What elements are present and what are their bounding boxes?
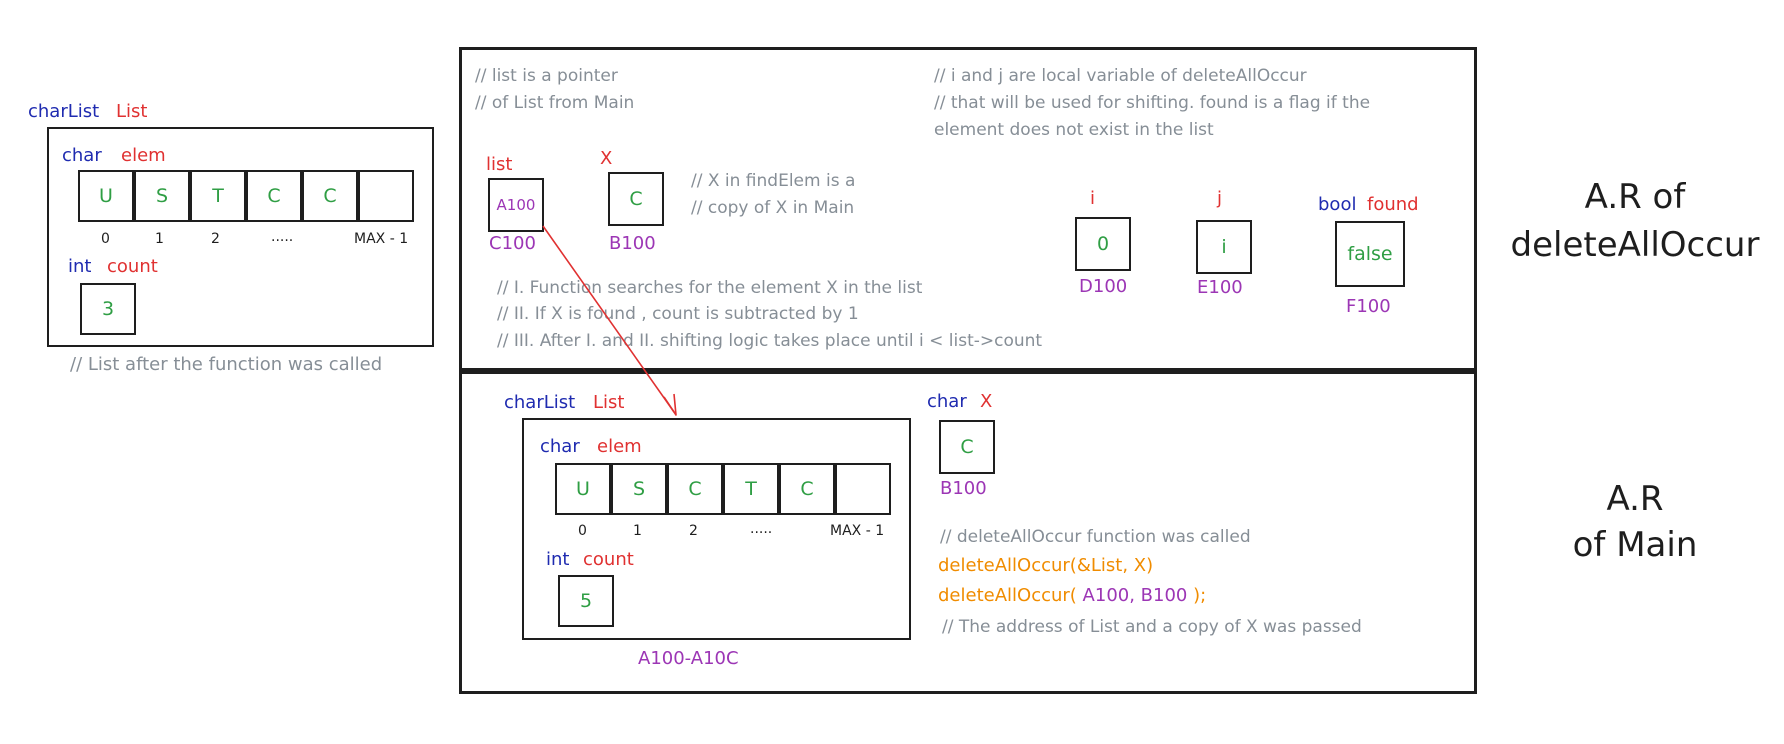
list-ptr-address: C100 <box>489 233 536 254</box>
comment-list-pointer-1: // list is a pointer <box>475 66 618 86</box>
left-index-max: MAX - 1 <box>354 231 409 247</box>
code-call-2-suffix: ); <box>1187 585 1207 606</box>
main-list-type-label: charList <box>504 392 576 413</box>
comment-ij-3: element does not exist in the list <box>934 120 1214 140</box>
found-var-name: found <box>1367 194 1419 215</box>
code-call-2-prefix: deleteAllOccur( <box>938 585 1083 606</box>
main-elem-cell-2: C <box>667 463 723 515</box>
j-var-cell: i <box>1196 220 1252 274</box>
comment-function-called: // deleteAllOccur function was called <box>940 527 1251 547</box>
left-elem-type-label: char <box>62 145 102 166</box>
main-index-2: 2 <box>689 523 698 539</box>
ar-deleteallocur-box <box>459 47 1477 371</box>
left-elem-cell-0: U <box>78 170 134 222</box>
comment-list-pointer-2: // of List from Main <box>475 93 635 113</box>
comment-x-copy-1: // X in findElem is a <box>691 171 856 191</box>
ar-deleteallocur-label-1: A.R of <box>1584 177 1686 217</box>
i-var-cell: 0 <box>1075 217 1131 271</box>
main-x-type: char <box>927 391 967 412</box>
i-var-address: D100 <box>1079 276 1128 297</box>
found-var-address: F100 <box>1346 296 1391 317</box>
pointer-arrow-head <box>663 393 677 416</box>
main-x-name: X <box>980 391 993 412</box>
main-list-struct-box <box>522 418 911 640</box>
comment-ij-2: // that will be used for shifting. found… <box>934 93 1371 113</box>
j-var-name: j <box>1217 188 1223 209</box>
main-elem-type-label: char <box>540 436 580 457</box>
ar-deleteallocur-label-2: deleteAllOccur <box>1510 225 1760 265</box>
main-x-cell: C <box>939 420 995 474</box>
main-index-0: 0 <box>578 523 587 539</box>
found-var-cell: false <box>1335 221 1405 287</box>
main-count-cell: 5 <box>558 575 614 627</box>
ar-main-label-2: of Main <box>1572 525 1698 565</box>
left-index-1: 1 <box>155 231 164 247</box>
list-ptr-cell: A100 <box>488 178 544 232</box>
left-index-0: 0 <box>101 231 110 247</box>
main-index-dots: ..... <box>750 521 773 537</box>
left-list-caption: // List after the function was called <box>70 354 383 375</box>
comment-address-passed: // The address of List and a copy of X w… <box>942 617 1362 637</box>
left-elem-cell-4: C <box>302 170 358 222</box>
ar-main-box <box>459 371 1477 694</box>
code-call-2: deleteAllOccur( A100, B100 ); <box>938 587 1206 605</box>
main-list-var-label: List <box>593 392 625 413</box>
main-elem-name-label: elem <box>597 436 642 457</box>
step-comment-1: // I. Function searches for the element … <box>497 278 923 298</box>
main-elem-cell-1: S <box>611 463 667 515</box>
main-count-type-label: int <box>546 549 570 570</box>
found-var-type: bool <box>1318 194 1357 215</box>
x-copy-address: B100 <box>609 233 656 254</box>
ar-main-label-1: A.R <box>1606 479 1664 519</box>
left-count-name-label: count <box>107 256 158 277</box>
x-copy-name: X <box>600 148 613 169</box>
left-elem-cell-1: S <box>134 170 190 222</box>
comment-x-copy-2: // copy of X in Main <box>691 198 855 218</box>
left-list-type-label: charList <box>28 101 100 122</box>
left-list-var-label: List <box>116 101 148 122</box>
list-ptr-name: list <box>486 154 513 175</box>
j-var-address: E100 <box>1197 277 1243 298</box>
left-elem-cell-5 <box>358 170 414 222</box>
main-elem-cell-3: T <box>723 463 779 515</box>
left-count-cell: 3 <box>80 283 136 335</box>
left-elem-name-label: elem <box>121 145 166 166</box>
code-call-1: deleteAllOccur(&List, X) <box>938 555 1154 576</box>
main-elem-cell-0: U <box>555 463 611 515</box>
left-elem-cell-3: C <box>246 170 302 222</box>
left-elem-cell-2: T <box>190 170 246 222</box>
left-index-2: 2 <box>211 231 220 247</box>
left-index-dots: ..... <box>271 229 294 245</box>
i-var-name: i <box>1090 188 1096 209</box>
main-elem-cell-4: C <box>779 463 835 515</box>
left-list-struct-box <box>47 127 434 347</box>
main-x-address: B100 <box>940 478 987 499</box>
main-list-address: A100-A10C <box>638 648 739 669</box>
pointer-arrow-line <box>542 225 675 413</box>
left-count-type-label: int <box>68 256 92 277</box>
step-comment-2: // II. If X is found , count is subtract… <box>497 304 859 324</box>
main-index-max: MAX - 1 <box>830 523 885 539</box>
main-elem-cell-5 <box>835 463 891 515</box>
main-count-name-label: count <box>583 549 634 570</box>
x-copy-cell: C <box>608 172 664 226</box>
main-index-1: 1 <box>633 523 642 539</box>
step-comment-3: // III. After I. and II. shifting logic … <box>497 331 1043 351</box>
comment-ij-1: // i and j are local variable of deleteA… <box>934 66 1307 86</box>
code-call-2-args: A100, B100 <box>1082 585 1188 606</box>
